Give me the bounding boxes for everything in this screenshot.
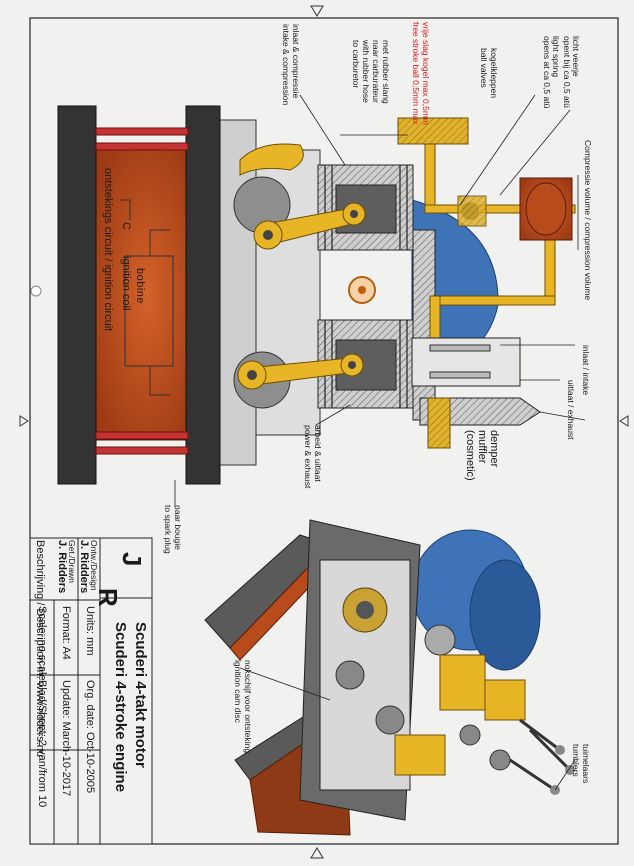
format-field: Format: A4: [60, 606, 72, 660]
ignition-circuit-lines: [120, 199, 174, 396]
label-muffler-1: demper: [488, 430, 500, 468]
label-ignition-circuit: ontstekings circuit / ignition circuit: [102, 168, 114, 332]
org-date-field: Org. date: Oct-10-2005: [84, 680, 96, 794]
centre-mark-bottom: [310, 847, 324, 859]
standoffs: [95, 127, 189, 455]
compression-volume-end: [525, 182, 567, 236]
title-block-initial-j: J: [117, 552, 147, 567]
cooling-fins-1: [324, 165, 408, 250]
label-ball-valves-nl: kogelkleppen: [489, 48, 499, 99]
label-coil-pin: C: [120, 222, 132, 230]
label-compression-volume: Compressie volume / compression volume: [583, 140, 593, 301]
centre-mark-right: [619, 415, 629, 427]
label-tumblers-en: tumblers: [571, 744, 581, 777]
label-hose-1: met rubber slang: [381, 40, 391, 104]
sheet-border: [29, 17, 619, 845]
label-cam-disc-en: ignition cam disc: [233, 660, 243, 723]
label-hose-3: with rubber hose: [361, 40, 371, 103]
cam-arm: [239, 143, 304, 176]
centre-mark-top: [310, 5, 324, 17]
label-muffler-3: (cosmetic): [464, 430, 476, 481]
centre-mark-left: [19, 415, 29, 427]
label-spring-en-2: opens at ca 0,5 atü: [542, 36, 552, 109]
label-tumblers-nl: tuimelaars: [581, 744, 591, 784]
conrod-1: [253, 202, 366, 250]
conrod-2: [237, 353, 364, 390]
ignition-board: [94, 149, 201, 441]
exhaust-port: [427, 397, 451, 449]
title-en: Scuderi 4-stroke engine: [112, 622, 129, 793]
valve-housing: [457, 195, 487, 227]
leader-lines-top: [174, 94, 586, 508]
label-exhaust: uitlaat / exhaust: [566, 380, 576, 440]
label-power-exhaust-en: power & exhaust: [303, 425, 313, 489]
engine-3d-view: [204, 519, 575, 836]
plate-left: [57, 105, 97, 485]
title-block-grid: [30, 538, 152, 844]
label-free-stroke-nl: vrije slag kogel max 0,5mm: [421, 22, 431, 125]
label-spring-nl-1: licht veerje: [571, 36, 581, 77]
label-coil-nl: bobine: [134, 268, 146, 305]
design-name: J. Ridders: [78, 540, 90, 594]
label-spring-nl-2: opent bij ca 0,5 atü: [562, 36, 572, 108]
label-intake-compression-nl: inlaat & compressie: [291, 24, 301, 99]
units-field: Units: mm: [84, 606, 96, 656]
label-power-exhaust-nl: arbeid & uitlaat: [313, 425, 323, 482]
drawn-label: Get./Drawn: [67, 540, 77, 583]
plate-right: [185, 105, 221, 485]
label-hose-4: to carburetor: [351, 40, 361, 89]
label-ball-valves-en: ball valves: [479, 48, 489, 88]
label-cam-disc-nl: nokschijf voor ontsteking: [243, 660, 253, 754]
title-nl: Scuderi 4-takt motor: [132, 622, 149, 768]
label-intake-compression-en: intake & compression: [281, 24, 291, 106]
leader-lines-bottom: [239, 667, 576, 791]
label-free-stroke-en: free stroke ball 0,5mm max: [411, 22, 421, 125]
title-block: [29, 537, 153, 845]
label-muffler-2: muffler: [476, 430, 488, 464]
punch-hole-1: [30, 285, 42, 297]
update-field: Update: March-10-2017: [60, 680, 72, 797]
label-coil-en: ignition coil: [120, 256, 132, 311]
label-intake: inlaat / intake: [581, 345, 591, 396]
label-spark-plug-nl: naar bougie: [173, 505, 183, 550]
intake-valve-body: [397, 117, 469, 145]
main-bearing-core: [358, 286, 366, 294]
design-label: Ontw./Design: [89, 540, 99, 591]
drawn-name: J. Ridders: [56, 540, 68, 594]
label-hose-2: naar carburateur: [371, 40, 381, 103]
valve-springs: [429, 344, 491, 379]
description-field: Beschrijving / Description In: www.ridde…: [34, 540, 46, 758]
label-spark-plug-en: to spark plug: [163, 505, 173, 554]
label-spring-en-1: light spring: [551, 36, 561, 78]
